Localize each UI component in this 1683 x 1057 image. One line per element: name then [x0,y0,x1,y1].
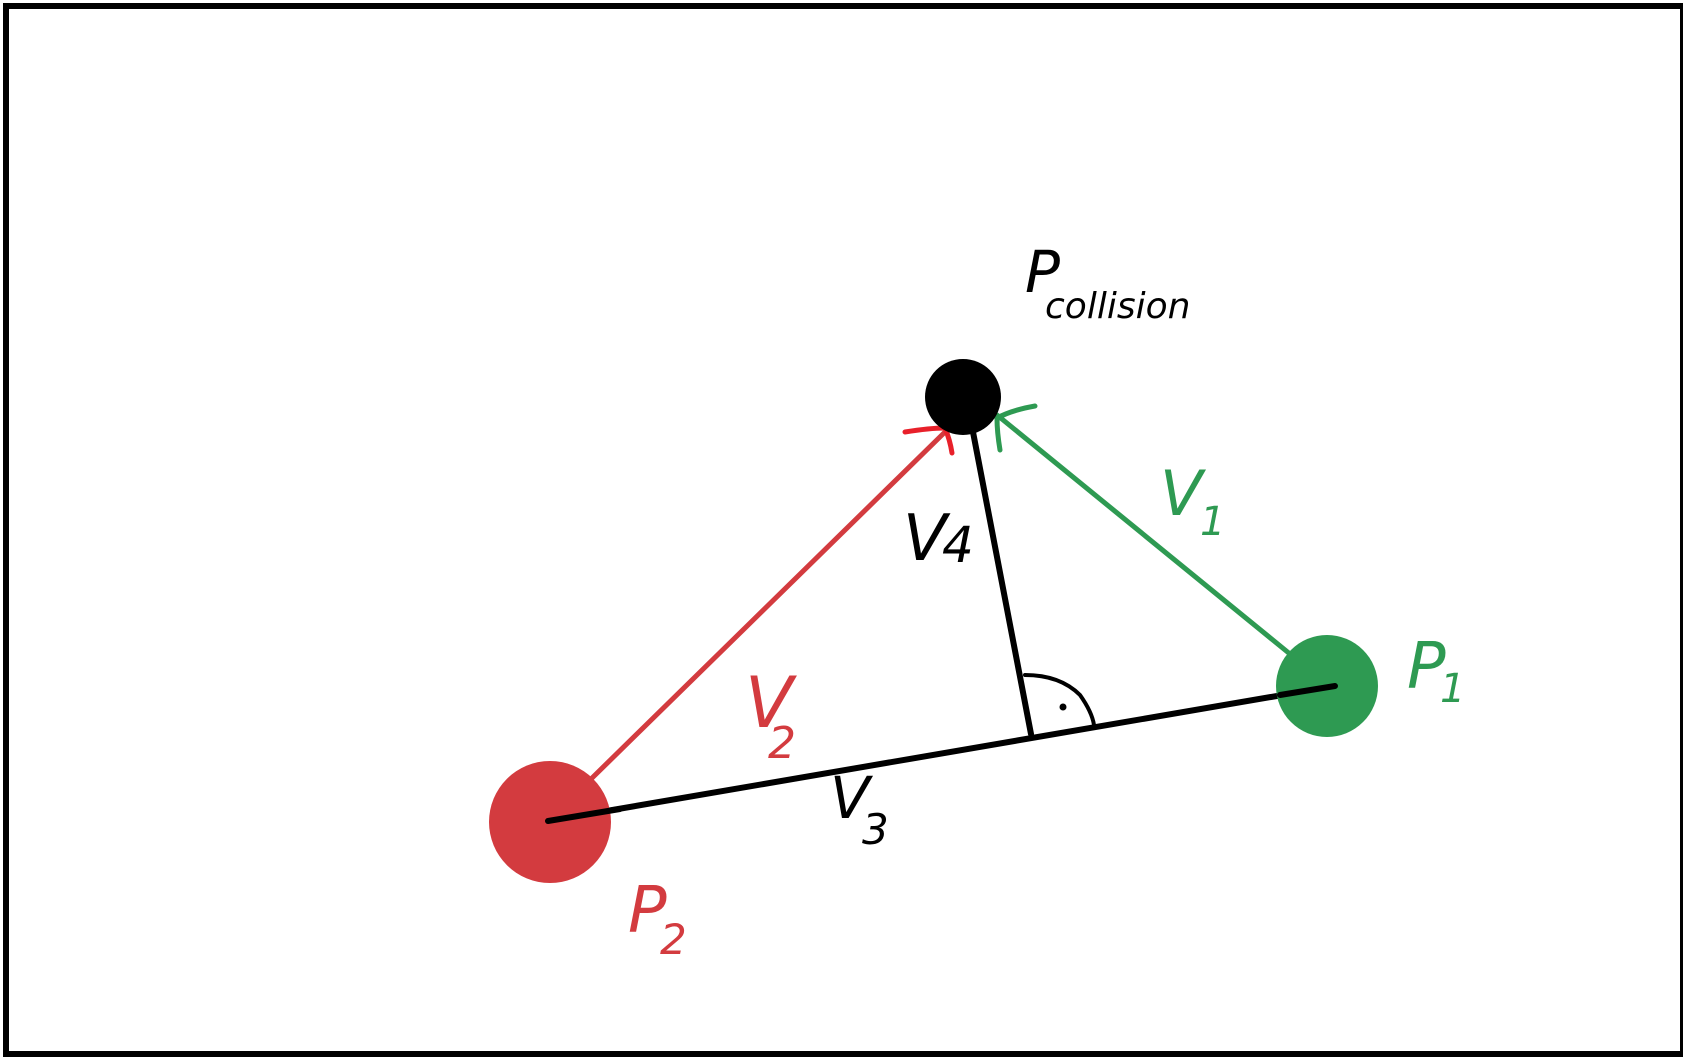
v2-line [587,429,948,783]
v4-line [970,429,1034,737]
p-collision-point [925,359,1001,435]
v3-line [545,683,1338,824]
v4-label: V [903,502,951,576]
p1-label: P [1407,630,1446,704]
right-angle-dot [1059,703,1067,711]
v1-subscript: 1 [1200,499,1225,545]
v3-line-overlay-end [1277,683,1338,698]
v3-line-overlay [545,806,623,824]
v4-subscript: 4 [942,516,974,574]
v2-subscript: 2 [768,718,796,769]
v2-label: V [745,662,797,744]
v1-arrowhead [994,403,1038,453]
p1-subscript: 1 [1440,666,1465,712]
p-collision-label: P [1025,238,1060,306]
v1-line [994,412,1293,657]
p2-subscript: 2 [660,915,687,964]
v1-label: V [1160,457,1207,530]
p2-label: P [628,874,667,948]
v3-label: V [830,764,874,832]
right-angle-arc [1023,673,1096,727]
p-collision-subscript: collision [1045,286,1190,327]
v3-subscript: 3 [862,805,889,854]
